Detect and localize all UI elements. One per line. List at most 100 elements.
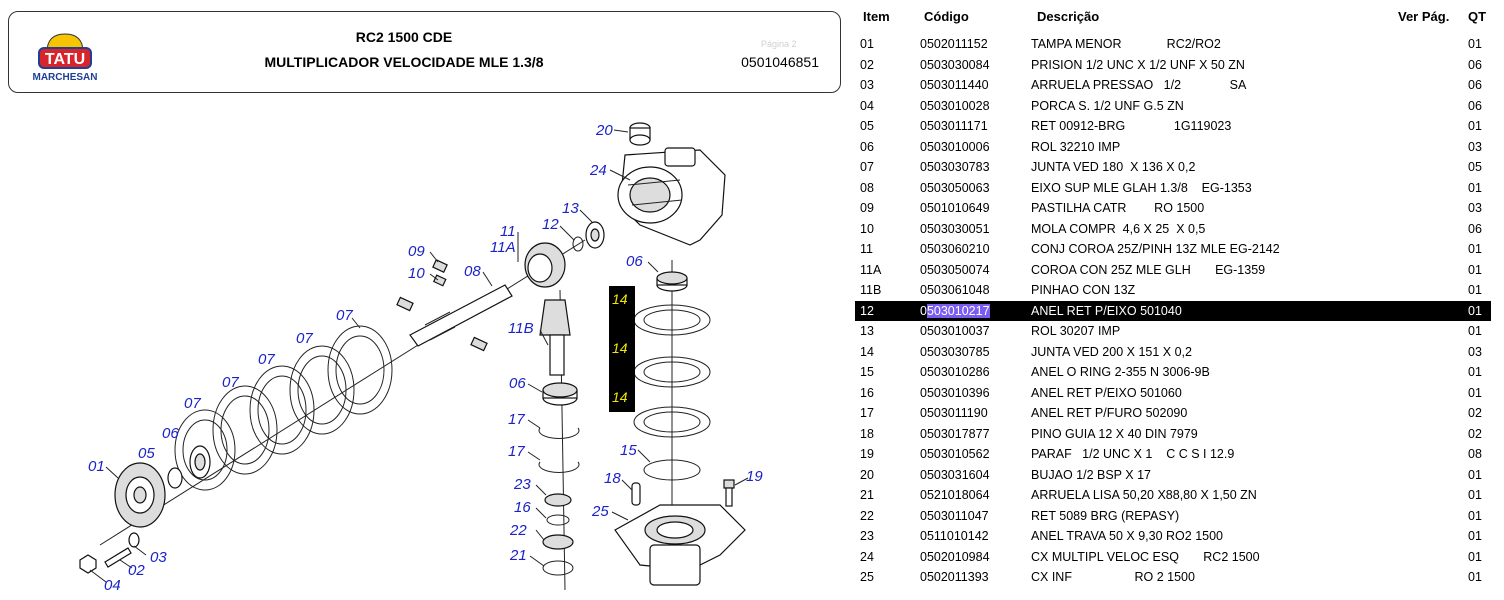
document-code: 0501046851	[741, 54, 819, 70]
cell-item: 14	[860, 344, 874, 359]
ring-12	[572, 236, 584, 252]
cell-qt: 01	[1468, 365, 1482, 379]
cell-item: 17	[860, 406, 874, 420]
label-14-highlight	[609, 286, 635, 412]
cell-code: 0503061048	[920, 283, 990, 297]
cell-item: 09	[860, 201, 874, 215]
cell-desc: RET 00912-BRG 1G119023	[1031, 119, 1232, 133]
stud-02	[104, 547, 132, 568]
snap-ring-17b	[538, 461, 580, 473]
text-selection: 503010217	[926, 303, 990, 318]
nut-04	[79, 554, 97, 574]
cell-desc: JUNTA VED 180 X 136 X 0,2	[1031, 160, 1196, 174]
cell-desc: PARAF 1/2 UNC X 1 C C S I 12.9	[1031, 447, 1235, 461]
cell-code: 0503050063	[920, 180, 990, 195]
cell-qt: 01	[1468, 283, 1482, 297]
label-06a: 06	[162, 425, 179, 442]
cell-code: 0501010649	[920, 201, 990, 215]
pad-09c	[470, 336, 488, 352]
cell-code: 0503010037	[920, 324, 990, 338]
cell-item: 25	[860, 570, 874, 584]
cell-desc: ANEL RET P/EIXO 501060	[1031, 385, 1182, 400]
cell-code: 0503010006	[920, 139, 990, 154]
cell-qt: 03	[1468, 201, 1482, 215]
cell-code: 0503011047	[920, 508, 989, 523]
cell-item: 12	[860, 303, 874, 318]
cell-desc: PINO GUIA 12 X 40 DIN 7979	[1031, 426, 1198, 441]
cell-item: 13	[860, 324, 874, 338]
cell-code: 0503030051	[920, 221, 990, 236]
label-24: 24	[589, 162, 607, 179]
col-header-item: Item	[863, 9, 890, 24]
label-05: 05	[138, 445, 155, 462]
label-16: 16	[514, 499, 531, 516]
cell-qt: 06	[1468, 57, 1482, 72]
label-15: 15	[620, 442, 637, 459]
cell-qt: 03	[1468, 344, 1482, 359]
header-box: TATU MARCHESAN RC2 1500 CDE MULTIPLICADO…	[8, 11, 841, 93]
cell-desc: ROL 32210 IMP	[1031, 139, 1121, 154]
logo-bottom-text: MARCHESAN	[32, 72, 98, 83]
cell-desc: CONJ COROA 25Z/PINH 13Z MLE EG-2142	[1031, 242, 1280, 256]
washer-21	[542, 560, 574, 576]
plug	[629, 122, 651, 146]
cell-item: 15	[860, 365, 874, 379]
col-header-desc: Descrição	[1037, 9, 1100, 24]
cell-code: 0503030783	[920, 160, 990, 174]
cell-item: 11B	[860, 283, 882, 297]
cell-desc: ANEL TRAVA 50 X 9,30 RO2 1500	[1031, 529, 1224, 543]
cell-qt: 06	[1468, 221, 1482, 236]
label-10: 10	[408, 265, 425, 282]
ring-23	[544, 493, 572, 507]
pad-09b	[396, 296, 414, 312]
label-07e: 07	[184, 395, 201, 412]
label-11: 11	[500, 223, 516, 240]
cell-code: 0502011393	[920, 570, 989, 584]
cell-item: 10	[860, 221, 874, 236]
cell-qt: 05	[1468, 160, 1482, 174]
cell-qt: 01	[1468, 529, 1482, 543]
label-22: 22	[509, 522, 527, 539]
table-row[interactable]: 11B 0503061048 PINHAO CON 13Z 01	[855, 280, 1491, 300]
cell-code: 0503010028	[920, 98, 990, 113]
label-13: 13	[562, 200, 579, 217]
cell-item: 19	[860, 447, 874, 461]
cell-desc: PORCA S. 1/2 UNF G.5 ZN	[1031, 98, 1184, 113]
cell-code: 0502010984	[920, 549, 990, 564]
cell-qt: 01	[1468, 467, 1482, 482]
cell-item: 02	[860, 57, 874, 72]
label-21: 21	[509, 547, 527, 564]
label-09: 09	[408, 243, 425, 260]
cell-desc: PINHAO CON 13Z	[1031, 283, 1136, 297]
cell-desc: JUNTA VED 200 X 151 X 0,2	[1031, 344, 1192, 359]
cell-code: 0521018064	[920, 488, 990, 502]
cell-code: 0502011152	[920, 37, 988, 51]
snap-ring-17a	[538, 427, 580, 439]
